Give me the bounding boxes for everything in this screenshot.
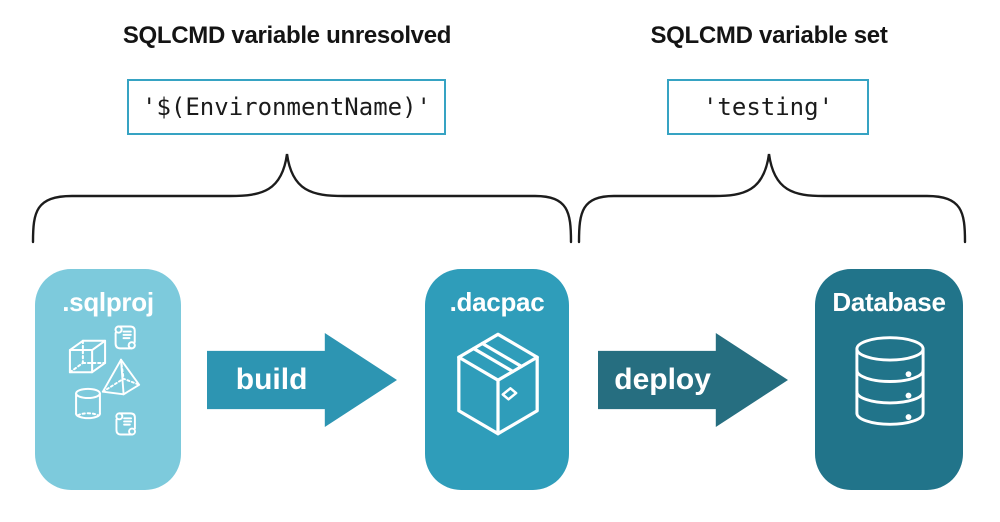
code-text-environment-variable: '$(EnvironmentName)' [142,93,431,121]
node-sqlproj-label: .sqlproj [62,287,154,317]
database-icon [853,335,927,427]
heading-sqlcmd-set: SQLCMD variable set [650,22,888,49]
node-sqlproj: .sqlproj [35,269,181,490]
build-arrow-label: build [235,363,308,396]
node-dacpac-label: .dacpac [449,287,545,317]
scroll-icon [112,323,139,352]
code-box-environment-variable: '$(EnvironmentName)' [127,79,446,135]
cylinder-icon [73,387,103,420]
heading-sqlcmd-unresolved: SQLCMD variable unresolved [122,22,452,49]
code-box-testing-value: 'testing' [667,79,869,135]
node-database-label: Database [832,287,946,317]
build-arrow: build [207,333,397,427]
code-text-testing-value: 'testing' [702,93,834,121]
deploy-arrow-label: deploy [614,363,711,396]
left-brace [31,153,573,244]
pyramid-icon [101,358,141,396]
deploy-arrow: deploy [598,333,788,427]
right-brace [577,153,967,244]
cube-icon [67,338,108,375]
package-icon [455,325,541,443]
node-database: Database [815,269,963,490]
scroll-icon [113,410,139,438]
node-dacpac: .dacpac [425,269,569,490]
